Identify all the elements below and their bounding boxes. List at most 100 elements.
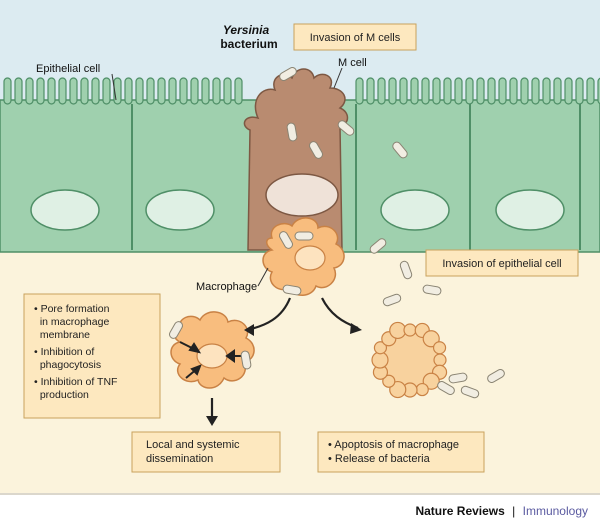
microvillus xyxy=(25,77,34,105)
m-cell-nucleus xyxy=(265,173,339,217)
microvillus xyxy=(421,77,430,105)
microvillus xyxy=(146,77,155,105)
microvillus xyxy=(388,77,397,105)
effects-line: production xyxy=(34,389,89,401)
microvillus xyxy=(3,77,12,105)
yersinia-bacterium xyxy=(392,141,408,159)
macrophage-nucleus xyxy=(294,245,326,271)
effects-line: in macrophage xyxy=(34,316,109,328)
microvillus xyxy=(520,77,529,105)
yersinia-bacterium xyxy=(279,231,293,249)
box-effects: • Pore formation in macrophage membrane … xyxy=(23,293,161,419)
dissemination-line: dissemination xyxy=(146,453,213,465)
microvillus xyxy=(201,77,210,105)
microvillus xyxy=(586,77,595,105)
microvillus xyxy=(80,77,89,105)
apoptotic-bleb xyxy=(432,341,447,355)
apoptotic-bleb xyxy=(389,380,407,399)
cell-borders xyxy=(131,104,581,250)
apoptotic-bleb xyxy=(433,353,447,367)
apoptosis-line: • Release of bacteria xyxy=(328,453,431,465)
yersinia-bacterium xyxy=(487,369,505,383)
apoptotic-bleb xyxy=(371,351,389,369)
microvillus xyxy=(465,77,474,105)
yersinia-bacterium xyxy=(279,67,297,82)
macrophage-apoptotic xyxy=(371,321,448,399)
yersinia-bacterium xyxy=(309,141,323,159)
microvillus xyxy=(531,77,540,105)
apoptotic-bleb xyxy=(373,341,388,355)
m-cell-label: M cell xyxy=(338,57,367,69)
inhibition-arrows xyxy=(179,341,246,379)
apoptosis-line: • Apoptosis of macrophage xyxy=(328,439,459,451)
epithelial-nucleus xyxy=(30,189,100,231)
apoptotic-bleb xyxy=(403,323,417,337)
yersinia-bacterium xyxy=(382,293,402,307)
effects-line: phagocytosis xyxy=(34,359,101,371)
microvillus xyxy=(124,77,133,105)
microvillus xyxy=(47,77,56,105)
bacteria-group xyxy=(169,67,505,399)
footer-section: Immunology xyxy=(523,504,588,518)
microvillus xyxy=(498,77,507,105)
epithelial-layer xyxy=(0,77,600,253)
microvillus xyxy=(14,77,23,105)
microvillus xyxy=(410,77,419,105)
microvillus xyxy=(432,77,441,105)
footer-separator: | xyxy=(512,504,515,518)
box-invasion-m-cells: Invasion of M cells xyxy=(293,23,417,51)
microvillus xyxy=(58,77,67,105)
microvillus xyxy=(212,77,221,105)
macrophage-main xyxy=(262,217,345,296)
microvillus xyxy=(91,77,100,105)
box-apoptosis: • Apoptosis of macrophage • Release of b… xyxy=(317,431,485,473)
yersinia-bacterium xyxy=(282,284,302,296)
apoptotic-blebs xyxy=(371,321,448,399)
footer-journal: Nature Reviews xyxy=(415,504,505,518)
yersinia-bacterium xyxy=(460,385,480,399)
macrophage-label: Macrophage xyxy=(196,281,257,293)
microvillus xyxy=(542,77,551,105)
microvillus xyxy=(190,77,199,105)
yersinia-bacterium xyxy=(169,321,183,339)
epithelial-nucleus xyxy=(145,189,215,231)
microvillus xyxy=(377,77,386,105)
microvillus xyxy=(355,77,364,105)
m-cell xyxy=(243,68,349,251)
microvillus xyxy=(36,77,45,105)
arrowheads xyxy=(206,323,362,426)
box-invasion-epithelial: Invasion of epithelial cell xyxy=(425,249,579,277)
box-dissemination: Local and systemic dissemination xyxy=(131,431,281,473)
yersinia-label: Yersinia xyxy=(223,23,270,37)
box-invasion-epithelial-text: Invasion of epithelial cell xyxy=(442,258,561,270)
microvillus xyxy=(69,77,78,105)
microvillus xyxy=(553,77,562,105)
microvillus xyxy=(223,77,232,105)
epithelial-cell-label: Epithelial cell xyxy=(36,63,100,75)
apoptotic-bleb xyxy=(422,330,440,348)
microvillus xyxy=(168,77,177,105)
yersinia-bacterium xyxy=(369,238,387,254)
microvillus xyxy=(157,77,166,105)
dissemination-line: Local and systemic xyxy=(146,439,240,451)
apoptotic-bleb xyxy=(389,321,407,340)
epithelial-nucleus xyxy=(495,189,565,231)
microvillus xyxy=(399,77,408,105)
effects-line: • Pore formation xyxy=(34,303,110,315)
microvillus xyxy=(509,77,518,105)
microvillus xyxy=(487,77,496,105)
apoptotic-bleb xyxy=(415,382,429,397)
effects-line: • Inhibition of TNF xyxy=(34,376,117,388)
yersinia-bacterium xyxy=(448,372,468,384)
footer-credit: Nature Reviews | Immunology xyxy=(415,504,588,518)
effects-line: membrane xyxy=(34,329,90,341)
microvillus xyxy=(234,77,243,105)
effects-line: • Inhibition of xyxy=(34,346,94,358)
apoptotic-bleb xyxy=(382,374,396,388)
microvillus xyxy=(179,77,188,105)
bacterium-label: bacterium xyxy=(220,37,277,51)
microvillus xyxy=(366,77,375,105)
yersinia-bacterium xyxy=(399,260,413,280)
yersinia-bacterium xyxy=(240,350,252,370)
